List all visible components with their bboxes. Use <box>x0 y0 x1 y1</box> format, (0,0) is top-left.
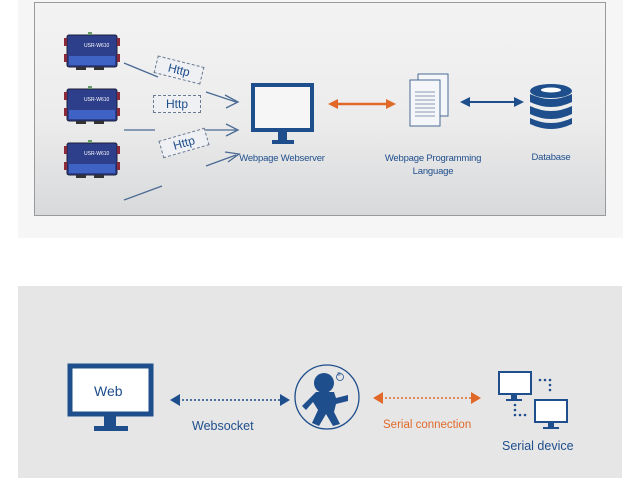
serial-device-icon <box>498 371 568 429</box>
web-screen-label: Web <box>94 383 123 399</box>
serial-server-device-1: USR-W610 <box>64 32 120 72</box>
device-1-line-b <box>205 91 237 103</box>
arrowhead-1 <box>224 94 240 109</box>
serial-device-label: Serial device <box>502 439 574 453</box>
arrowhead-2 <box>225 123 240 137</box>
programming-language-label-line1: Webpage Programming <box>384 153 482 164</box>
device-model-label: USR-W610 <box>84 151 110 157</box>
registered-mark: ® <box>337 372 341 378</box>
usr-logo-icon <box>294 364 360 430</box>
documents-icon <box>409 73 449 127</box>
websocket-label: Websocket <box>192 419 254 433</box>
webserver-label: Webpage Webserver <box>239 153 325 164</box>
device-3-line-a <box>123 185 163 201</box>
blue-double-arrow <box>460 97 524 107</box>
database-icon <box>530 84 572 129</box>
webserver-monitor-icon <box>251 83 314 144</box>
http-label-2: Http <box>153 95 201 113</box>
top-diagram-connectors <box>123 62 572 201</box>
web-monitor-icon <box>67 363 154 431</box>
device-model-label: USR-W610 <box>84 43 110 49</box>
database-label: Database <box>531 152 571 163</box>
device-3-line-b <box>205 154 237 167</box>
orange-double-arrow <box>328 99 396 109</box>
serial-server-device-3: USR-W610 <box>64 140 120 180</box>
arrowhead-3 <box>224 151 241 163</box>
top-diagram-panel <box>34 2 606 216</box>
websocket-dotted-arrow <box>170 394 290 406</box>
device-model-label: USR-W610 <box>84 97 110 103</box>
serial-connection-label: Serial connection <box>383 419 472 431</box>
serial-dotted-arrow <box>373 392 481 404</box>
serial-server-device-2: USR-W610 <box>64 86 120 126</box>
programming-language-label-line2: Language <box>412 166 454 177</box>
device-1-line-a <box>123 62 159 78</box>
